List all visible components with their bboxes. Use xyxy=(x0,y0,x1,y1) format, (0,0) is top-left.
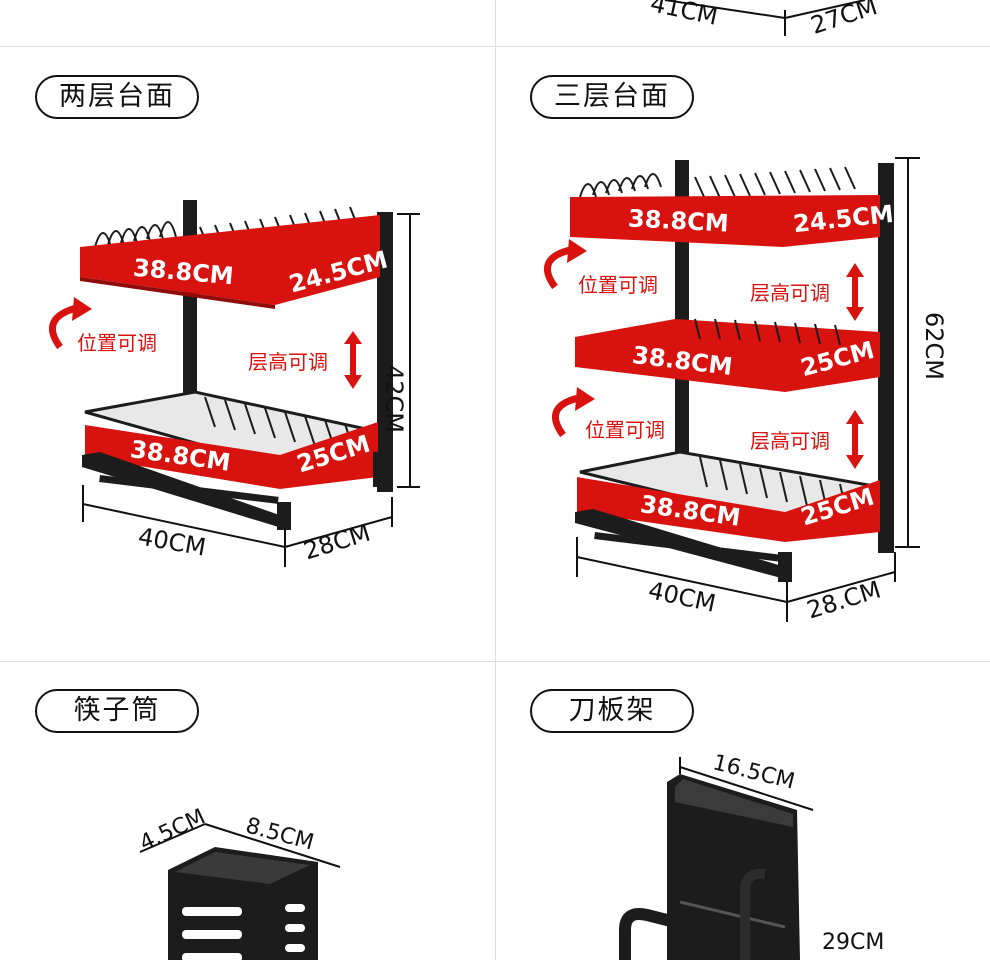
three-tier-position-adjust-label-2: 位置可调 xyxy=(585,418,665,442)
knife-rack-product xyxy=(495,662,990,960)
knife-rack-title: 刀板架 xyxy=(530,689,694,733)
top-tray xyxy=(80,215,380,305)
rack-post-right xyxy=(878,163,894,553)
base-bar xyxy=(594,532,779,562)
two-tier-width-line xyxy=(82,503,286,548)
three-tier-height-adjust-label-2: 层高可调 xyxy=(750,429,830,453)
base-foot-right xyxy=(778,552,792,582)
three-tier-position-adjust-label-1: 位置可调 xyxy=(578,273,658,297)
knife-rack-height-label: 29CM xyxy=(822,930,885,955)
rack-post-right xyxy=(377,212,393,492)
partial-dimension-graphic xyxy=(664,0,866,36)
base-foot-right xyxy=(277,502,291,530)
chopstick-holder-title: 筷子筒 xyxy=(35,689,199,733)
partial-dim-line-a xyxy=(664,0,786,19)
two-tier-product xyxy=(0,47,495,661)
holder-dim-line-a xyxy=(139,823,206,853)
middle-tray xyxy=(575,319,880,392)
three-tier-depth-line xyxy=(786,571,896,603)
dish-wires xyxy=(579,166,856,200)
chopstick-holder-image xyxy=(139,823,341,962)
two-tier-height-adjust-label: 层高可调 xyxy=(248,350,328,374)
position-arrow-1 xyxy=(543,245,576,290)
two-tier-rack-image xyxy=(48,200,420,567)
three-tier-product xyxy=(495,47,990,661)
knife-rack-width-line xyxy=(679,766,814,811)
three-tier-top-width-label: 38.8CM xyxy=(627,204,730,238)
base-foot-back xyxy=(373,452,389,487)
rack-holder-bar xyxy=(619,908,729,960)
rack-post-left xyxy=(183,200,197,420)
three-tier-width-line xyxy=(576,556,788,603)
knife-rack-image xyxy=(619,757,814,960)
top-tray xyxy=(570,195,880,247)
partial-dim-line-b xyxy=(784,0,866,19)
holder-dim-line-b xyxy=(204,823,341,868)
bottom-tray xyxy=(85,422,378,489)
two-tier-title: 两层台面 xyxy=(35,75,199,119)
position-arrow-2 xyxy=(551,393,584,438)
three-tier-title: 三层台面 xyxy=(530,75,694,119)
position-arrow xyxy=(48,303,81,350)
three-tier-height-label: 62CM xyxy=(920,312,948,381)
three-tier-rack-image xyxy=(543,157,920,622)
grid-divider-vertical xyxy=(495,0,496,960)
base-bar xyxy=(99,475,279,504)
two-tier-position-adjust-label: 位置可调 xyxy=(77,331,157,355)
two-tier-depth-line xyxy=(284,516,393,548)
two-tier-height-label: 42CM xyxy=(380,365,408,434)
bottom-tray xyxy=(577,477,880,542)
chopstick-holder-product xyxy=(0,662,495,962)
three-tier-height-adjust-label-1: 层高可调 xyxy=(750,281,830,305)
